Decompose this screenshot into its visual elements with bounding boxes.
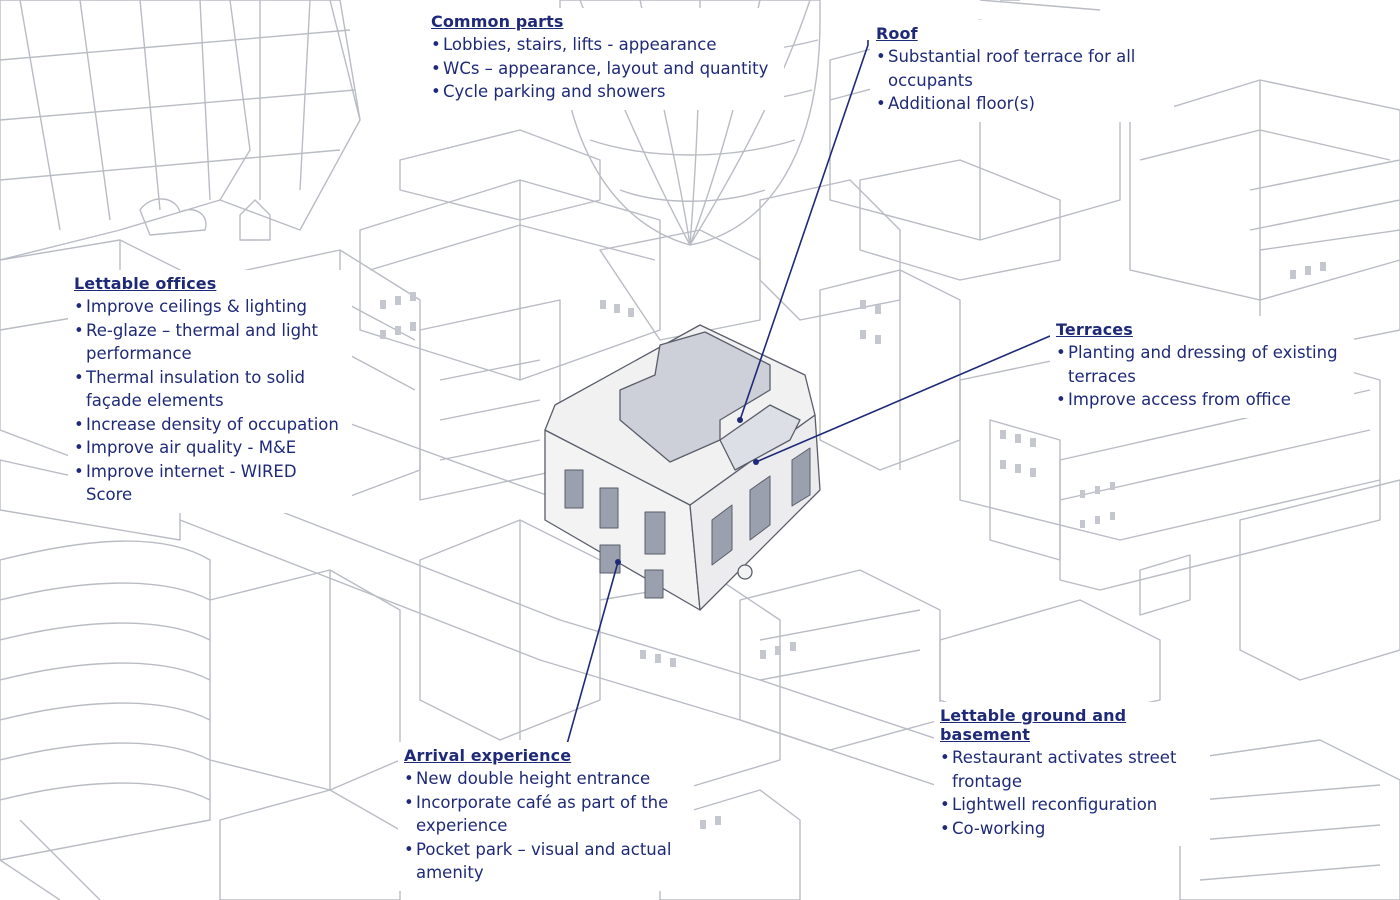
- callout-title: Common parts: [431, 12, 564, 31]
- list-item: Substantial roof terrace for all occupan…: [876, 45, 1166, 92]
- callout-common-parts: Common parts Lobbies, stairs, lifts - ap…: [425, 8, 784, 110]
- callout-arrival-experience: Arrival experience New double height ent…: [398, 742, 694, 891]
- building-roof-box: [619, 331, 771, 463]
- tower-top-left: [0, 0, 361, 261]
- list-item: Co-working: [940, 817, 1202, 841]
- callout-list: Planting and dressing of existing terrac…: [1056, 341, 1346, 412]
- list-item: Incorporate café as part of the experien…: [404, 791, 686, 838]
- leader-dot-terraces: [753, 459, 759, 465]
- buildings-right: [819, 229, 1400, 681]
- list-item: Increase density of occupation: [74, 413, 344, 437]
- list-item: Planting and dressing of existing terrac…: [1056, 341, 1346, 388]
- callout-title: Arrival experience: [404, 746, 572, 765]
- leader-dot-arrival: [615, 559, 621, 565]
- callout-list: Improve ceilings & lighting Re-glaze – t…: [74, 295, 344, 507]
- list-item: Improve internet - WIRED Score: [74, 460, 344, 507]
- leader-line-terraces: [755, 335, 1051, 463]
- callout-title: Roof: [876, 24, 918, 43]
- callout-roof: Roof Substantial roof terrace for all oc…: [870, 20, 1174, 122]
- list-item: Lobbies, stairs, lifts - appearance: [431, 33, 776, 57]
- buildings-centre: [359, 129, 761, 501]
- list-item: Pocket park – visual and actual amenity: [404, 838, 686, 885]
- list-item: Improve access from office: [1056, 388, 1346, 412]
- callout-list: Lobbies, stairs, lifts - appearance WCs …: [431, 33, 776, 104]
- callout-list: New double height entrance Incorporate c…: [404, 767, 686, 885]
- list-item: Cycle parking and showers: [431, 80, 776, 104]
- callout-lettable-offices: Lettable offices Improve ceilings & ligh…: [68, 270, 352, 513]
- callout-title: Terraces: [1056, 320, 1133, 339]
- callout-lettable-ground-basement: Lettable ground and basement Restaurant …: [934, 702, 1210, 846]
- leader-dot-roof: [737, 417, 743, 423]
- list-item: Thermal insulation to solid façade eleme…: [74, 366, 344, 413]
- list-item: Restaurant activates street frontage: [940, 746, 1202, 793]
- list-item: Additional floor(s): [876, 92, 1166, 116]
- callout-list: Restaurant activates street frontage Lig…: [940, 746, 1202, 840]
- list-item: WCs – appearance, layout and quantity: [431, 57, 776, 81]
- leader-line-arrival: [400, 561, 619, 763]
- buildings-bottom-left: [0, 459, 401, 900]
- list-item: Re-glaze – thermal and light performance: [74, 319, 344, 366]
- list-item: Improve ceilings & lighting: [74, 295, 344, 319]
- callout-terraces: Terraces Planting and dressing of existi…: [1050, 316, 1354, 418]
- list-item: Improve air quality - M&E: [74, 436, 344, 460]
- street-lines: [179, 419, 1001, 801]
- window-marks: [380, 262, 1326, 829]
- focal-building: [544, 324, 821, 611]
- building-terrace: [719, 404, 801, 471]
- callout-title: Lettable ground and basement: [940, 706, 1127, 744]
- list-item: Lightwell reconfiguration: [940, 793, 1202, 817]
- list-item: New double height entrance: [404, 767, 686, 791]
- callout-list: Substantial roof terrace for all occupan…: [876, 45, 1166, 116]
- callout-title: Lettable offices: [74, 274, 217, 293]
- leader-line-roof: [739, 40, 869, 421]
